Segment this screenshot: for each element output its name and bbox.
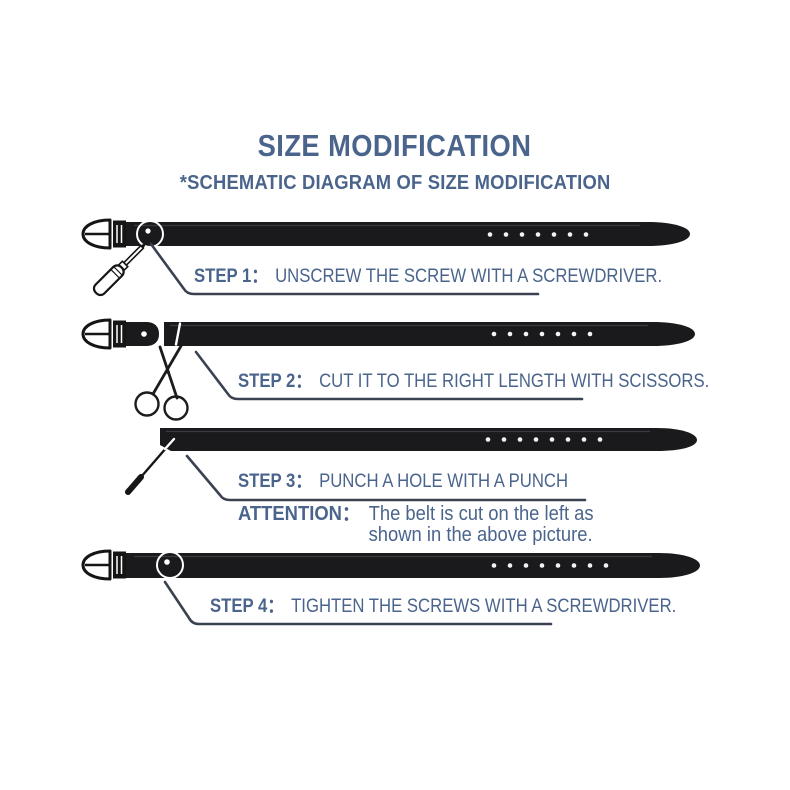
step-2-text: CUT IT TO THE RIGHT LENGTH WITH SCISSORS… — [319, 371, 710, 392]
step-2-caption: STEP 2： CUT IT TO THE RIGHT LENGTH WITH S… — [238, 366, 709, 393]
attention-lines: The belt is cut on the left as shown in … — [369, 504, 594, 546]
belt-holes — [487, 232, 589, 237]
step-2-label: STEP 2： — [238, 371, 313, 392]
screwdriver-icon — [92, 242, 147, 297]
step-3-label: STEP 3： — [238, 471, 313, 492]
page-title: SIZE MODIFICATION — [258, 128, 532, 163]
belt-strap — [126, 553, 700, 578]
step-4-caption: STEP 4： TIGHTEN THE SCREWS WITH A SCREWDR… — [210, 591, 676, 618]
step-1-caption: STEP 1： UNSCREW THE SCREW WITH A SCREWDRI… — [194, 261, 662, 288]
step-1-text: UNSCREW THE SCREW WITH A SCREWDRIVER. — [275, 266, 663, 287]
stub-screw-hole — [141, 331, 147, 337]
belt-buckle-icon — [81, 549, 128, 581]
attention-line2: shown in the above picture. — [368, 524, 593, 546]
belt-step2 — [81, 318, 695, 421]
belt-holes — [485, 437, 603, 442]
punch-icon — [125, 437, 176, 495]
scissors-icon — [134, 344, 189, 421]
screw-highlight-circle — [156, 551, 184, 579]
callout-line-step1 — [149, 242, 540, 296]
cut-slit — [174, 322, 182, 346]
step-4-label: STEP 4： — [210, 596, 285, 617]
step-3-text: PUNCH A HOLE WITH A PUNCH — [319, 471, 569, 492]
belt-holes — [491, 331, 593, 337]
belt-step4 — [81, 549, 700, 626]
attention-note: ATTENTION： The belt is cut on the left a… — [238, 504, 594, 546]
belt-strap — [164, 322, 695, 346]
belt-step3 — [125, 428, 697, 502]
step-3-caption: STEP 3： PUNCH A HOLE WITH A PUNCH — [238, 466, 568, 493]
screw-dot — [145, 228, 151, 234]
callout-line-step3 — [185, 454, 587, 502]
belt-buckle-icon — [81, 218, 128, 250]
callout-line-step2 — [194, 350, 584, 401]
attention-line1: The belt is cut on the left as — [368, 503, 594, 525]
screw-highlight-circle — [136, 220, 164, 248]
attention-label: ATTENTION： — [238, 503, 361, 525]
screw-dot — [164, 559, 170, 565]
belt-strap — [126, 222, 690, 246]
step-1-label: STEP 1： — [194, 266, 269, 287]
belt-step1 — [81, 218, 690, 297]
callout-line-step4 — [163, 580, 553, 626]
belt-buckle-icon — [81, 318, 128, 350]
belt-strap-cut — [160, 428, 697, 451]
step-4-text: TIGHTEN THE SCREWS WITH A SCREWDRIVER. — [291, 596, 677, 617]
page-subtitle: *SCHEMATIC DIAGRAM OF SIZE MODIFICATION — [179, 172, 611, 194]
belt-holes — [491, 563, 609, 568]
